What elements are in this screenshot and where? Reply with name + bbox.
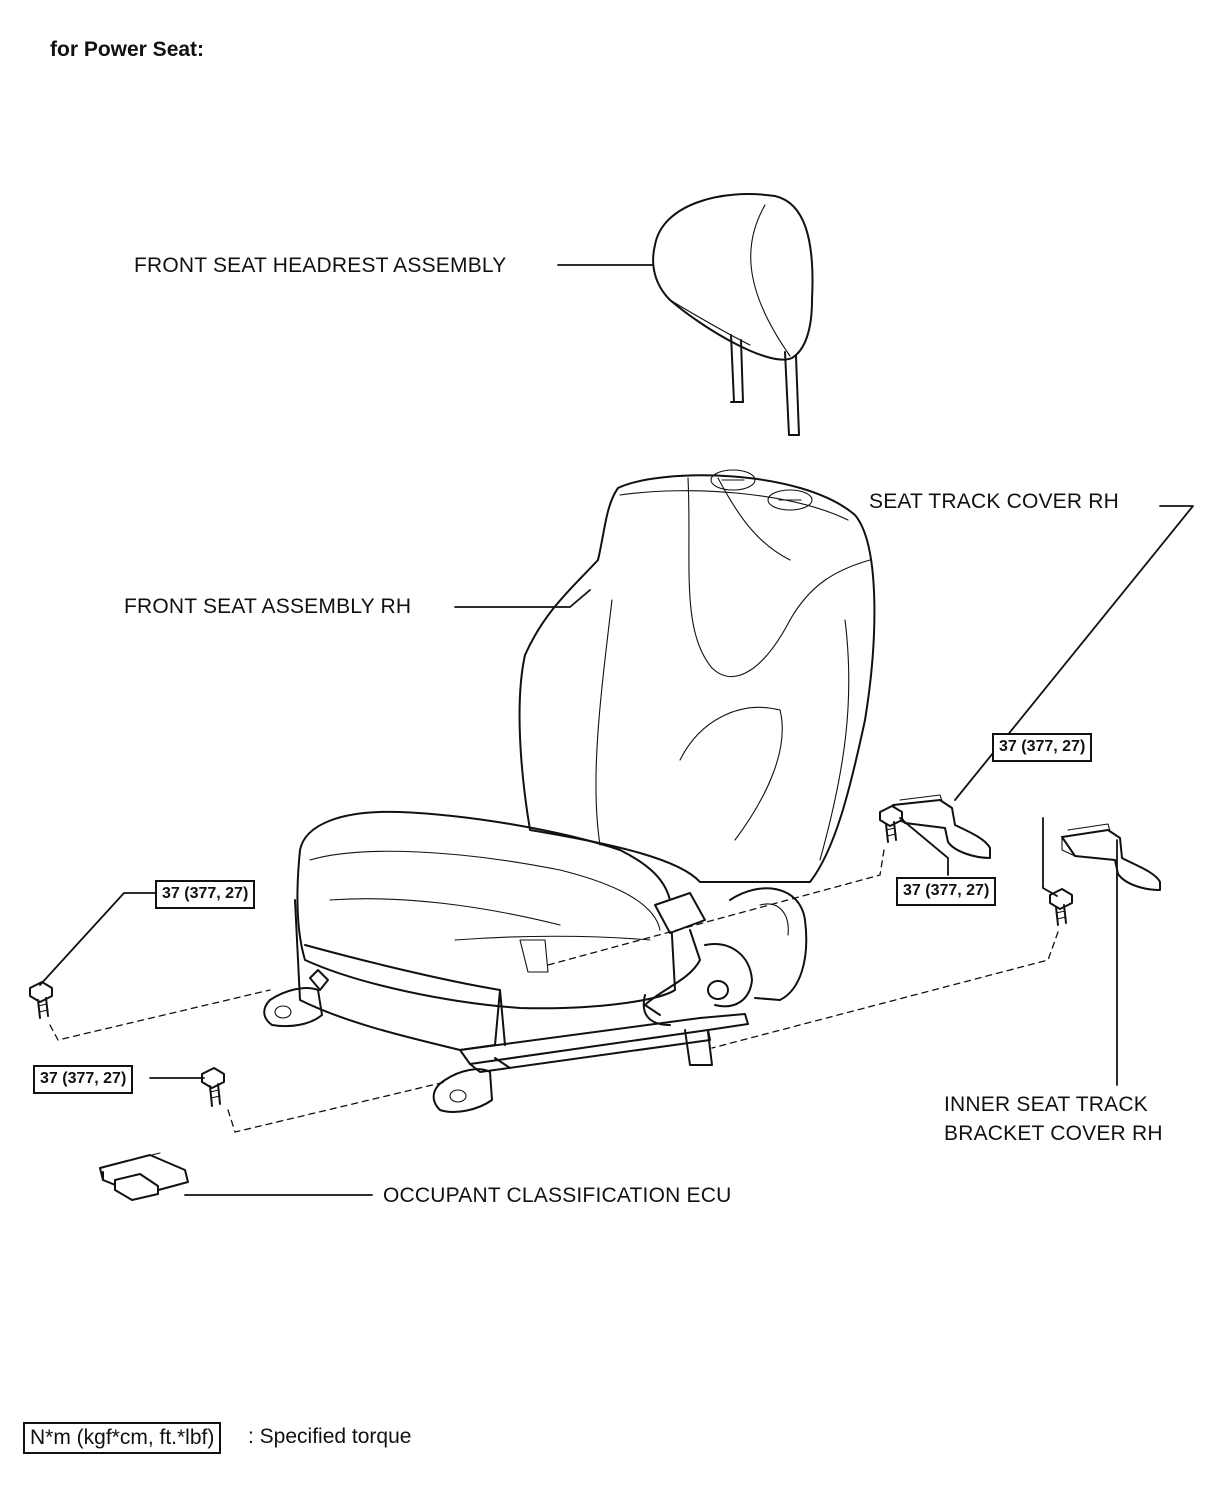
torque-box-left-upper: 37 (377, 27) [155, 880, 256, 909]
recliner-mechanism-illustration [642, 887, 808, 1026]
label-seat-track-cover: SEAT TRACK COVER RH [869, 490, 1120, 513]
torque-box-right-mid: 37 (377, 27) [896, 877, 997, 906]
seat-back-illustration [518, 469, 876, 883]
label-inner-cover-line1: INNER SEAT TRACK [944, 1093, 1148, 1116]
installation-dash-lines [49, 849, 1059, 1133]
label-front-seat: FRONT SEAT ASSEMBLY RH [124, 595, 412, 618]
seat-cushion-illustration [294, 810, 676, 1051]
torque-box-left-lower: 37 (377, 27) [33, 1065, 134, 1094]
bolt-right-mid [1049, 888, 1073, 926]
torque-box-right-upper: 37 (377, 27) [992, 733, 1093, 762]
bolt-right-upper [879, 805, 903, 843]
legend-unit-box: N*m (kgf*cm, ft.*lbf) [23, 1422, 222, 1454]
page-heading: for Power Seat: [50, 38, 205, 61]
seat-track-illustration [263, 969, 749, 1113]
legend-description: : Specified torque [248, 1425, 412, 1448]
label-headrest: FRONT SEAT HEADREST ASSEMBLY [134, 254, 507, 277]
occupant-classification-ecu-part [99, 1152, 189, 1201]
seat-track-cover-part [892, 794, 991, 859]
label-inner-cover-line2: BRACKET COVER RH [944, 1122, 1163, 1145]
inner-seat-track-bracket-cover-part [1061, 823, 1161, 891]
bolt-left-lower [201, 1067, 225, 1107]
label-ecu: OCCUPANT CLASSIFICATION ECU [383, 1184, 732, 1207]
bolt-left-upper [29, 981, 53, 1019]
leader-lines [39, 264, 1194, 1196]
headrest-illustration [652, 193, 814, 436]
